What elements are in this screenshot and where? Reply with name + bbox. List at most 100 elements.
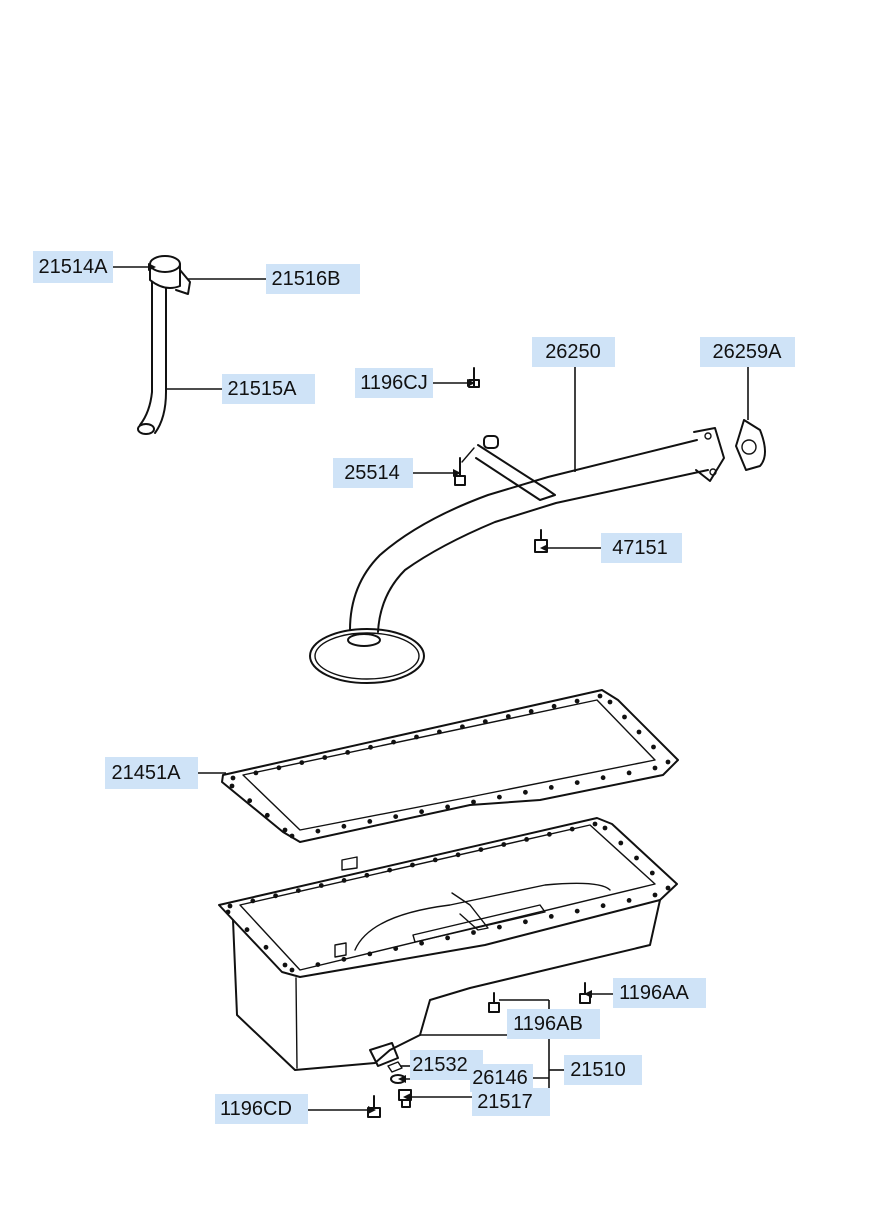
label-26250[interactable]: 26250 — [532, 337, 615, 367]
label-21516B[interactable]: 21516B — [266, 264, 360, 294]
bolt-hole — [393, 814, 399, 819]
label-1196AA-text: 1196AA — [619, 982, 689, 1004]
bolt-hole — [497, 794, 502, 800]
bolt-hole — [574, 908, 580, 914]
bolt-1196cd-drawing — [367, 1095, 381, 1118]
oil-strainer-pipe-drawing — [309, 427, 725, 684]
label-25514-text: 25514 — [344, 462, 400, 484]
bolt-hole — [607, 699, 613, 705]
label-1196AB[interactable]: 1196AB — [507, 1009, 600, 1039]
bolt-hole — [364, 872, 370, 878]
oil-pan-drawing — [218, 817, 678, 1071]
bolt-hole — [636, 729, 642, 735]
bolt-hole — [626, 898, 632, 903]
bolt-hole — [367, 951, 373, 957]
bolt-hole — [547, 831, 552, 837]
bolt-hole — [497, 924, 502, 930]
label-1196AA[interactable]: 1196AA — [613, 978, 706, 1008]
leader-arrowheads — [148, 263, 592, 1114]
bolt-hole — [341, 823, 347, 829]
label-21451A[interactable]: 21451A — [105, 757, 198, 789]
label-26259A[interactable]: 26259A — [700, 337, 795, 367]
bolt-hole — [652, 765, 658, 771]
bolt-hole — [264, 812, 270, 818]
bolt-hole — [597, 693, 603, 699]
bolt-hole — [524, 837, 529, 842]
bolt-hole — [318, 883, 324, 888]
bolt-hole — [551, 703, 557, 709]
bolt-hole — [501, 842, 507, 847]
bolt-1196ab-drawing — [488, 992, 500, 1013]
label-21514A-text: 21514A — [39, 256, 109, 278]
bolt-hole — [471, 799, 476, 805]
dipstick-tube-drawing — [137, 255, 191, 435]
bolt-hole — [626, 770, 632, 776]
bolt-hole — [634, 855, 639, 861]
bolt-hole — [410, 862, 415, 868]
bolt-hole — [289, 967, 295, 973]
bolt-hole — [523, 919, 528, 925]
label-1196CJ-text: 1196CJ — [360, 372, 427, 394]
label-21514A[interactable]: 21514A — [33, 251, 113, 283]
bolt-hole — [432, 857, 438, 863]
bolt-hole — [289, 833, 295, 839]
bolt-hole — [471, 930, 476, 935]
label-25514[interactable]: 25514 — [333, 458, 413, 488]
bolt-hole — [455, 852, 461, 858]
pipe-gasket-drawing — [735, 419, 766, 471]
bolt-hole — [445, 935, 450, 941]
label-47151[interactable]: 47151 — [601, 533, 682, 563]
bolt-hole — [419, 809, 424, 815]
bolt-hole — [414, 734, 419, 740]
bolt-hole — [460, 724, 465, 730]
label-26146[interactable]: 26146 — [470, 1064, 533, 1092]
label-21451A-text: 21451A — [112, 762, 182, 784]
label-21510[interactable]: 21510 — [564, 1055, 642, 1085]
bolt-hole — [600, 903, 606, 909]
bolt-hole — [229, 783, 235, 789]
label-21532-text: 21532 — [412, 1054, 468, 1076]
label-21515A[interactable]: 21515A — [222, 374, 315, 404]
label-1196CJ[interactable]: 1196CJ — [355, 368, 433, 398]
bolt-hole — [574, 780, 580, 785]
bolt-hole — [505, 714, 511, 719]
bolt-hole — [393, 946, 399, 951]
label-21517-text: 21517 — [477, 1091, 533, 1113]
label-26250-text: 26250 — [545, 341, 601, 363]
bolt-hole — [315, 828, 321, 834]
bolt-hole — [247, 798, 253, 804]
bolt-hole — [322, 755, 328, 760]
bolt-hole — [437, 729, 442, 735]
bolt-hole — [649, 870, 655, 876]
label-1196AB-text: 1196AB — [513, 1013, 583, 1035]
bolt-hole — [225, 909, 231, 915]
bolt-hole — [387, 867, 393, 873]
bolt-hole — [341, 878, 347, 883]
bolt-hole — [368, 744, 373, 750]
label-21517[interactable]: 21517 — [472, 1088, 550, 1116]
bolt-hole — [341, 956, 347, 962]
bolt-hole — [253, 770, 259, 776]
bolt-hole — [622, 714, 627, 720]
bolt-hole — [548, 785, 554, 790]
bolt-hole — [478, 847, 484, 852]
label-1196CD[interactable]: 1196CD — [215, 1094, 308, 1124]
bolt-hole — [282, 962, 288, 968]
bolt-hole — [574, 698, 580, 704]
bolt-hole — [445, 804, 450, 810]
label-47151-text: 47151 — [612, 537, 668, 559]
bolt-hole — [548, 914, 554, 919]
label-21516B-text: 21516B — [272, 268, 341, 290]
bolt-hole — [299, 760, 305, 765]
bolt-hole — [528, 709, 534, 714]
label-1196CD-text: 1196CD — [220, 1098, 292, 1120]
bolt-hole — [523, 789, 528, 795]
bolt-hole — [569, 826, 575, 832]
bolt-hole — [227, 903, 233, 909]
bolt-hole — [665, 759, 671, 765]
bolt-hole — [419, 940, 424, 946]
bolt-hole — [602, 825, 608, 831]
clip-21532-drawing — [387, 1061, 403, 1073]
bolt-hole — [652, 892, 658, 898]
